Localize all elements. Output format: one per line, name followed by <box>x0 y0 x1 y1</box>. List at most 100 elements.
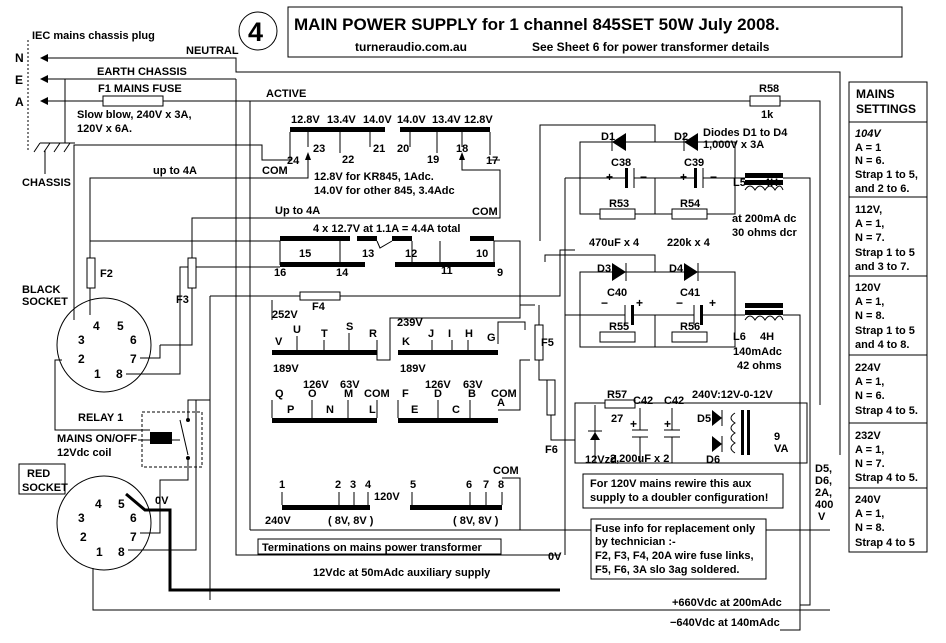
tap-s: S <box>346 321 353 333</box>
res-note: 220k x 4 <box>667 237 711 249</box>
prim-p2: 2 <box>335 479 341 491</box>
relay-1: RELAY 1 MAINS ON/OFF 12Vdc coil <box>57 399 210 490</box>
setting-0-a: A = 1 <box>855 142 881 154</box>
w12-p12: 12 <box>405 248 417 260</box>
site-url: turneraudio.com.au <box>355 40 467 54</box>
prim-secondary-1: ( 8V, 8V ) <box>328 515 374 527</box>
setting-2-a: A = 1, <box>855 296 884 308</box>
tap-f: F <box>402 388 409 400</box>
setting-5-voltage: 240V <box>855 494 881 506</box>
black-p4: 4 <box>93 319 100 333</box>
settings-heading-2: SETTINGS <box>856 102 916 116</box>
relay-coil: 12Vdc coil <box>57 447 111 459</box>
red-p1: 1 <box>96 545 103 559</box>
red-socket-label-2: SOCKET <box>22 482 68 494</box>
fuse-note-2: 120V x 6A. <box>77 123 132 135</box>
tap-63v-b: 63V <box>463 379 483 391</box>
tap-u: U <box>293 324 301 336</box>
f1-label: F1 MAINS FUSE <box>98 83 182 95</box>
hv-taps: 252V 239V V U T S R K J I H G 189V 126V … <box>271 300 535 423</box>
setting-3-strap-1: Strap 4 to 5. <box>855 405 918 417</box>
heater-com-2: COM <box>472 206 498 218</box>
d5-note-2: D6, <box>815 475 832 487</box>
d5-note-3: 2A, <box>815 487 832 499</box>
heater-p21: 21 <box>373 143 385 155</box>
note-120v-1: For 120V mains rewire this aux <box>590 478 752 490</box>
tap-l: L <box>369 404 376 416</box>
heater-v4: 14.0V <box>397 114 426 126</box>
sheet-number-circle <box>238 11 278 51</box>
red-socket-label-1: RED <box>27 468 50 480</box>
d1-label: D1 <box>601 131 615 143</box>
c40-plus: + <box>636 296 643 310</box>
settings-heading-1: MAINS <box>856 87 895 101</box>
prim-terminations-note: Terminations on mains power transformer <box>262 542 483 554</box>
heater-upto-1: up to 4A <box>153 165 197 177</box>
black-p5: 5 <box>117 319 124 333</box>
r56-label: R56 <box>680 321 700 333</box>
prim-secondary-2: ( 8V, 8V ) <box>453 515 499 527</box>
c39-plus: + <box>680 170 687 184</box>
red-p4: 4 <box>95 497 102 511</box>
l6-henry: 4H <box>760 331 774 343</box>
fuse-note-1: Slow blow, 240V x 3A, <box>77 109 192 121</box>
fuses-f2-f4: F2 F3 F 4 <box>86 240 575 600</box>
red-p3: 3 <box>78 511 85 525</box>
prim-p6: 6 <box>466 479 472 491</box>
r58-label: R58 <box>759 83 779 95</box>
setting-2-voltage: 120V <box>855 282 881 294</box>
sheet-number: 4 <box>248 17 263 47</box>
aux-supply: R57 27 C42 C42 + + 12Vzd 2,200uF x 2 D5 … <box>313 389 833 579</box>
c42b-plus: + <box>664 417 671 431</box>
d2-label: D2 <box>674 131 688 143</box>
c42b-label: C42 <box>664 395 684 407</box>
diodes-note-2: 1,000V x 3A <box>703 139 764 151</box>
aux-xfmr-9: 9 <box>774 431 780 443</box>
tap-h: H <box>465 328 473 340</box>
w12-p10: 10 <box>476 248 488 260</box>
tap-t: T <box>321 328 328 340</box>
red-p5: 5 <box>118 497 125 511</box>
prim-120v: 120V <box>374 491 400 503</box>
tap-q: Q <box>275 388 284 400</box>
w12-p15: 15 <box>299 248 311 260</box>
f2-label: F2 <box>100 268 113 280</box>
tap-r: R <box>369 328 377 340</box>
note-pos-rail: +660Vdc at 200mAdc <box>672 597 782 609</box>
title-box <box>287 6 903 58</box>
heater-p19: 19 <box>427 154 439 166</box>
note-fuse-2: by technician :- <box>595 536 676 548</box>
earth-label: EARTH CHASSIS <box>97 66 187 78</box>
black-p6: 6 <box>130 333 137 347</box>
c38-minus: − <box>640 170 647 184</box>
tap-m: M <box>344 388 353 400</box>
r58-value: 1k <box>761 109 774 121</box>
black-p1: 1 <box>94 367 101 381</box>
tap-g: G <box>487 332 496 344</box>
red-p7: 7 <box>130 530 137 544</box>
d4-label: D4 <box>669 263 684 275</box>
mains-settings-table: MAINS SETTINGS 104V A = 1 N = 6. Strap 1… <box>848 81 928 553</box>
heater-v3: 14.0V <box>363 114 392 126</box>
f3-label: F3 <box>176 294 189 306</box>
tap-239v: 239V <box>397 317 423 329</box>
prim-p5: 5 <box>410 479 416 491</box>
tap-k: K <box>402 336 410 348</box>
pin-n-label: N <box>15 51 24 65</box>
setting-4-voltage: 232V <box>855 430 881 442</box>
c38-label: C38 <box>611 157 631 169</box>
setting-1-strap-2: and 3 to 7. <box>855 261 909 273</box>
f6-label: F6 <box>545 444 558 456</box>
w12-p14: 14 <box>336 267 349 279</box>
note-fuse-1: Fuse info for replacement only <box>595 523 756 535</box>
winding-12v: 4 x 12.7V at 1.1A = 4.4A total 15 13 12 … <box>90 223 521 360</box>
aux-caps-note: 2,200uF x 2 <box>610 453 669 465</box>
setting-4-a: A = 1, <box>855 444 884 456</box>
l6-label: L6 <box>733 331 746 343</box>
d5-note-1: D5, <box>815 463 832 475</box>
c39-minus: − <box>710 170 717 184</box>
prim-p1: 1 <box>279 479 285 491</box>
prim-p4: 4 <box>365 479 372 491</box>
page-title: MAIN POWER SUPPLY for 1 channel 845SET 5… <box>294 15 780 34</box>
